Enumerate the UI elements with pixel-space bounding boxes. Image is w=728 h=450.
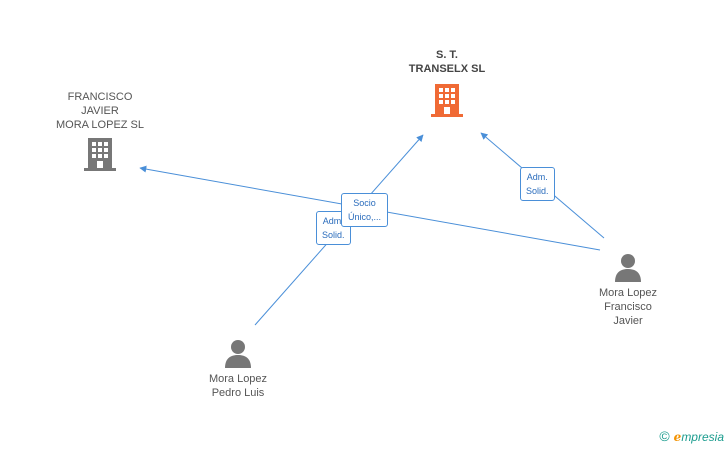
node-person-pedro[interactable]: Mora Lopez Pedro Luis [188,338,288,400]
person-icon [225,340,251,368]
node-person-francisco-label: Mora Lopez Francisco Javier [598,287,658,327]
brand-logo: ©empresia [659,428,724,444]
node-person-francisco[interactable]: Mora Lopez Francisco Javier [578,252,678,328]
edge-label-pedro-socio[interactable]: Socio Único,... [341,193,389,227]
copyright-symbol: © [659,428,670,444]
node-transelx-label: S. T. TRANSELX SL [408,49,486,75]
person-icon [615,254,641,282]
building-icon [431,84,463,117]
building-icon [84,138,116,171]
brand-logo-letter: e [673,430,682,444]
edge-label-francisco-adm[interactable]: Adm. Solid. [520,167,555,201]
node-francisco-company-label: FRANCISCO JAVIER MORA LOPEZ SL [55,91,145,131]
node-person-pedro-label: Mora Lopez Pedro Luis [208,373,268,399]
node-transelx[interactable]: S. T. TRANSELX SL [397,48,497,118]
node-francisco-company[interactable]: FRANCISCO JAVIER MORA LOPEZ SL [48,90,152,172]
brand-logo-text: mpresia [681,430,724,444]
